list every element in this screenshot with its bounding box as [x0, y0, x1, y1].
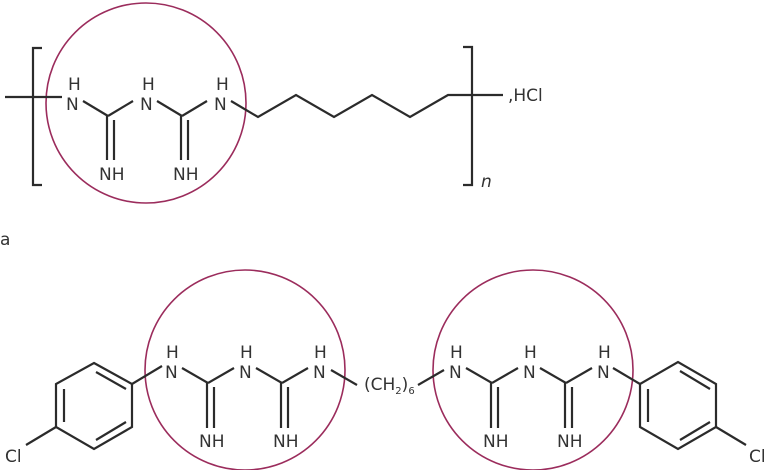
- bond: [207, 367, 235, 384]
- bond: [181, 100, 208, 117]
- bond: [539, 367, 567, 384]
- phmb-structure: H N H N H N NH NH ,HCl n: [5, 2, 543, 204]
- aromatic-double-bond: [95, 371, 127, 390]
- bond: [612, 367, 641, 385]
- atom-h: H: [314, 343, 327, 363]
- hcl-salt-label: ,HCl: [508, 86, 543, 106]
- atom-h: H: [524, 343, 537, 363]
- bond: [281, 367, 309, 384]
- aromatic-double-bond: [679, 370, 711, 390]
- aromatic-double-bond: [95, 421, 127, 441]
- bond: [131, 365, 163, 385]
- atom-nh: NH: [199, 432, 225, 452]
- bond: [491, 367, 519, 384]
- c-cl-bond: [715, 426, 747, 446]
- atom-h: H: [450, 343, 463, 363]
- right-benzene-ring: [638, 360, 718, 451]
- left-biguanide-highlight-circle: [144, 269, 346, 470]
- atom-n: N: [214, 95, 227, 115]
- atom-h: H: [598, 343, 611, 363]
- repeat-unit-n: n: [481, 172, 492, 192]
- c-cl-bond: [25, 426, 57, 446]
- bond: [107, 100, 134, 117]
- bond: [82, 100, 109, 117]
- atom-h: H: [142, 75, 155, 95]
- bond: [181, 367, 209, 384]
- atom-h: H: [216, 75, 229, 95]
- bond: [465, 367, 493, 384]
- atom-h: H: [166, 343, 179, 363]
- bond: [330, 369, 358, 386]
- atom-nh: NH: [483, 432, 509, 452]
- atom-n: N: [597, 363, 610, 383]
- aromatic-double-bond: [679, 421, 711, 441]
- biguanide-highlight-circle: [45, 2, 247, 204]
- atom-n: N: [523, 363, 536, 383]
- bond: [255, 367, 283, 384]
- atom-n: N: [165, 363, 178, 383]
- atom-h: H: [68, 75, 81, 95]
- atom-nh: NH: [557, 432, 583, 452]
- atom-n: N: [449, 363, 462, 383]
- bond: [565, 367, 593, 384]
- right-bracket: [463, 45, 474, 187]
- atom-n: N: [313, 363, 326, 383]
- atom-cl: Cl: [749, 447, 766, 467]
- left-benzene-ring: [54, 361, 134, 451]
- atom-cl: Cl: [5, 447, 22, 467]
- hexamethylene-linker: (CH2)6: [364, 375, 415, 397]
- chlorhexidine-structure: Cl H N H N H N NH NH (CH2)6: [5, 269, 766, 470]
- atom-n: N: [239, 363, 252, 383]
- hexamethylene-chain: [230, 93, 503, 119]
- panel-label-a: a: [0, 230, 10, 250]
- atom-nh: NH: [273, 432, 299, 452]
- atom-h: H: [240, 343, 253, 363]
- atom-nh: NH: [99, 165, 125, 185]
- bond: [156, 100, 183, 117]
- atom-n: N: [66, 95, 79, 115]
- bond: [417, 369, 445, 386]
- left-bracket: [31, 46, 42, 187]
- atom-nh: NH: [173, 165, 199, 185]
- right-biguanide-highlight-circle: [432, 269, 634, 470]
- atom-n: N: [140, 95, 153, 115]
